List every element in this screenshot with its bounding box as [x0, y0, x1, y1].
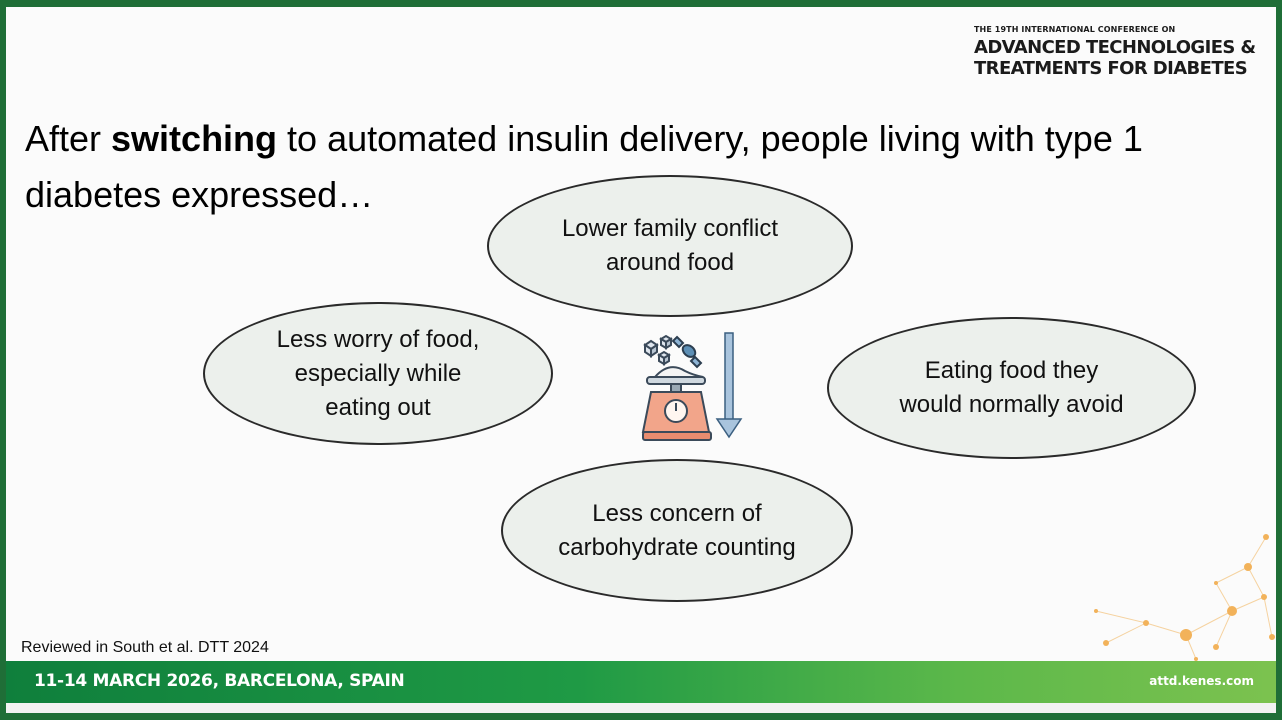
footer-bar: 11-14 MARCH 2026, BARCELONA, SPAIN attd.…: [6, 661, 1276, 703]
footer-date-location: 11-14 MARCH 2026, BARCELONA, SPAIN: [34, 671, 405, 691]
reference-citation: Reviewed in South et al. DTT 2024: [21, 639, 269, 656]
footer-website: attd.kenes.com: [1149, 674, 1254, 688]
bubble-family-conflict: Lower family conflict around food: [487, 175, 853, 317]
bubble-left-text: Less worry of food, especially while eat…: [276, 325, 480, 421]
bubble-carb-counting: Less concern of carbohydrate counting: [501, 459, 853, 602]
bubble-bottom-text: Less concern of carbohydrate counting: [558, 499, 796, 561]
headline-emphasis: switching: [111, 118, 278, 159]
conference-subtitle: THE 19TH INTERNATIONAL CONFERENCE ON: [974, 25, 1176, 34]
conference-title-line-2: TREATMENTS FOR DIABETES: [974, 58, 1248, 79]
decorative-network-graphic: [1094, 534, 1275, 661]
bubble-top-text: Lower family conflict around food: [561, 215, 779, 276]
conference-logo: THE 19TH INTERNATIONAL CONFERENCE ON ADV…: [974, 25, 1274, 79]
food-scale-with-down-arrow-icon: [641, 332, 743, 441]
headline-prefix: After: [25, 118, 112, 159]
bubble-eating-avoided-food: Eating food they would normally avoid: [827, 317, 1196, 459]
bubble-right-text: Eating food they would normally avoid: [899, 357, 1124, 418]
conference-title-line-1: ADVANCED TECHNOLOGIES &: [974, 37, 1256, 58]
slide: THE 19TH INTERNATIONAL CONFERENCE ON ADV…: [6, 7, 1276, 713]
bottom-strip: [6, 703, 1276, 713]
bubble-worry-of-food: Less worry of food, especially while eat…: [203, 302, 553, 445]
headline-rest: to automated insulin delivery, people li…: [25, 118, 1143, 215]
slide-headline: After switching to automated insulin del…: [25, 111, 1255, 223]
